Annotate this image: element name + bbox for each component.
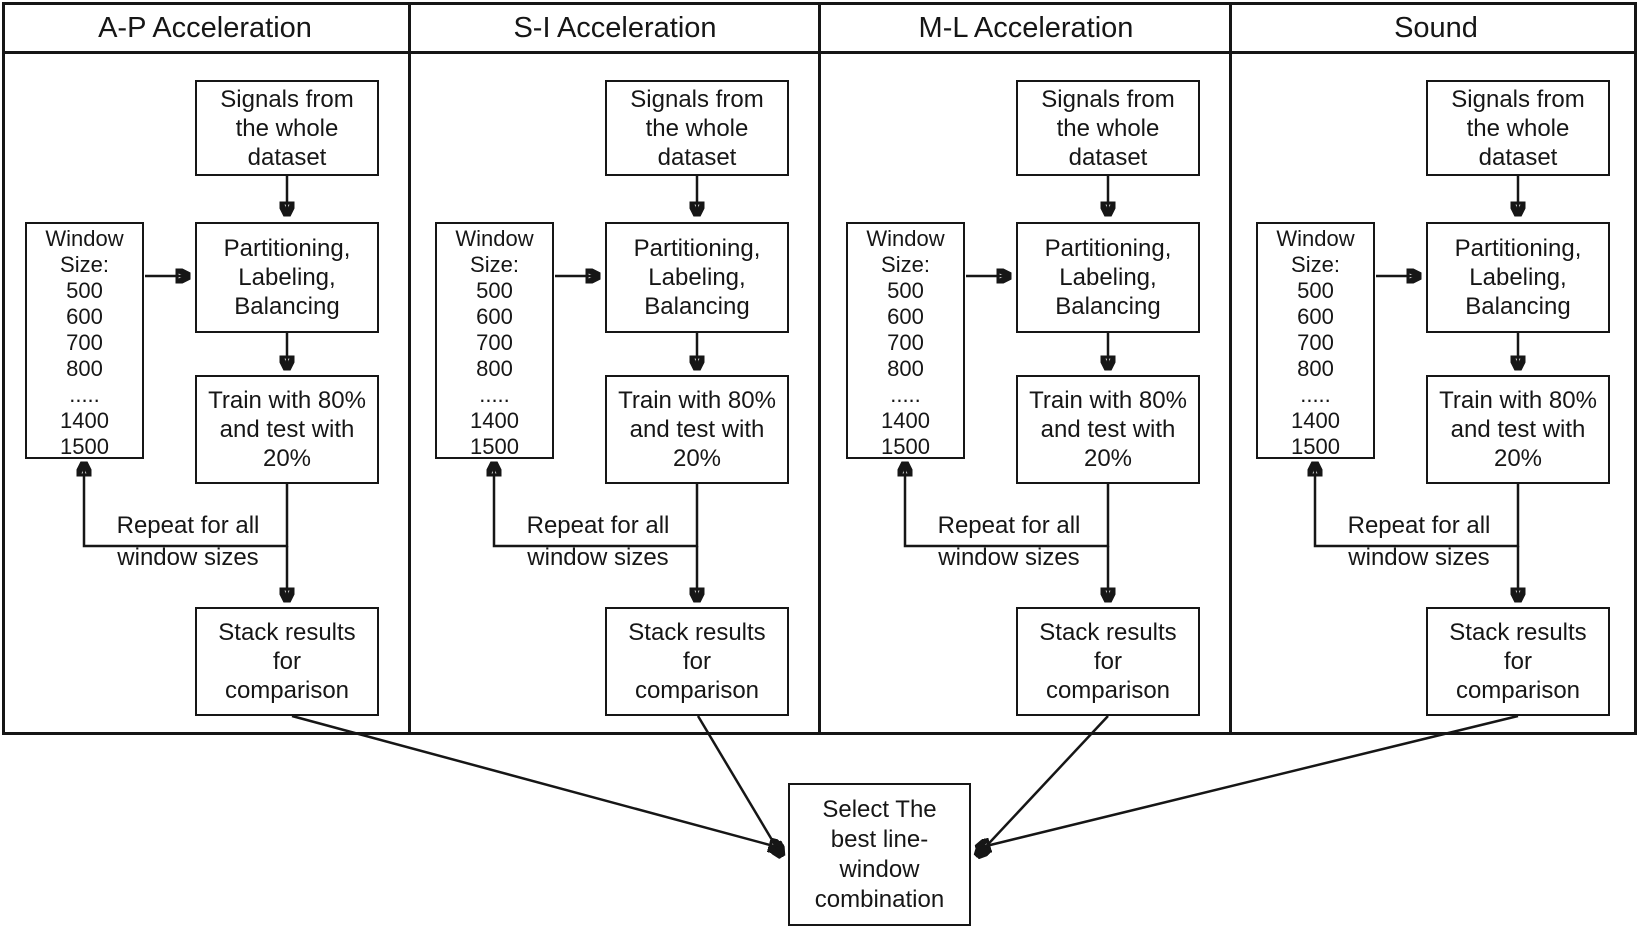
column-m-l-acceleration: M-L Acceleration Signals from the whole … xyxy=(821,0,1231,735)
column-sound: Sound Signals from the whole dataset Win… xyxy=(1231,0,1641,735)
stack-results-box: Stack results for comparison xyxy=(1426,607,1610,716)
arrow-stack3-to-select xyxy=(978,715,1109,855)
arrow-stack4-to-select xyxy=(978,714,1519,848)
repeat-label: Repeat for all window sizes xyxy=(1347,512,1491,571)
column-title: M-L Acceleration xyxy=(918,11,1134,44)
repeat-label: Repeat for all window sizes xyxy=(937,512,1081,571)
stack-results-box: Stack results for comparison xyxy=(195,607,379,716)
column-a-p-acceleration: A-P Acceleration Signals from the whole … xyxy=(0,0,410,735)
train-test-box: Train with 80% and test with 20% xyxy=(1016,375,1200,484)
signals-box: Signals from the whole dataset xyxy=(1426,80,1610,176)
partitioning-box: Partitioning, Labeling, Balancing xyxy=(195,222,379,333)
signals-box: Signals from the whole dataset xyxy=(1016,80,1200,176)
window-size-box: Window Size: 500 600 700 800 ..... 1400 … xyxy=(1256,222,1375,459)
arrow-stack2-to-select xyxy=(696,715,781,855)
partitioning-box: Partitioning, Labeling, Balancing xyxy=(1426,222,1610,333)
column-divider-2 xyxy=(818,2,821,735)
column-title: S-I Acceleration xyxy=(513,11,717,44)
column-s-i-acceleration: S-I Acceleration Signals from the whole … xyxy=(410,0,820,735)
repeat-label: Repeat for all window sizes xyxy=(526,512,670,571)
column-title: Sound xyxy=(1394,11,1478,44)
stack-results-box: Stack results for comparison xyxy=(1016,607,1200,716)
column-title: A-P Acceleration xyxy=(98,11,312,44)
train-test-box: Train with 80% and test with 20% xyxy=(605,375,789,484)
repeat-label: Repeat for all window sizes xyxy=(116,512,260,571)
select-best-box: Select The best line- window combination xyxy=(788,783,971,926)
train-test-box: Train with 80% and test with 20% xyxy=(195,375,379,484)
signals-box: Signals from the whole dataset xyxy=(605,80,789,176)
window-size-box: Window Size: 500 600 700 800 ..... 1400 … xyxy=(435,222,554,459)
stack-results-box: Stack results for comparison xyxy=(605,607,789,716)
column-divider-1 xyxy=(408,2,411,735)
window-size-box: Window Size: 500 600 700 800 ..... 1400 … xyxy=(846,222,965,459)
signals-box: Signals from the whole dataset xyxy=(195,80,379,176)
train-test-box: Train with 80% and test with 20% xyxy=(1426,375,1610,484)
arrow-stack1-to-select xyxy=(291,714,781,848)
partitioning-box: Partitioning, Labeling, Balancing xyxy=(1016,222,1200,333)
column-divider-3 xyxy=(1229,2,1232,735)
partitioning-box: Partitioning, Labeling, Balancing xyxy=(605,222,789,333)
window-size-box: Window Size: 500 600 700 800 ..... 1400 … xyxy=(25,222,144,459)
